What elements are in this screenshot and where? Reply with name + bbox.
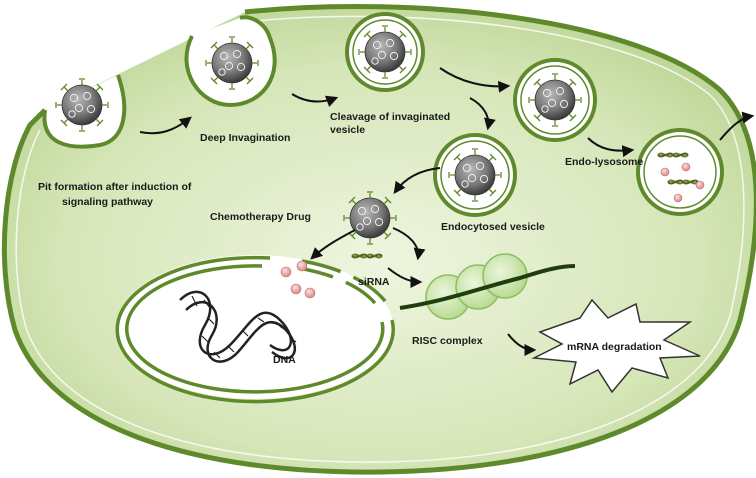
label-pit-formation-line1: Pit formation after induction of <box>38 181 192 193</box>
nanoparticle-icon <box>448 148 502 202</box>
label-sirna: siRNA <box>358 276 390 288</box>
nanoparticle-icon <box>55 78 109 132</box>
nucleus <box>115 255 395 404</box>
label-pit-formation-line2: signaling pathway <box>62 196 153 208</box>
deep-invagination-vesicle <box>184 15 277 108</box>
nanoparticle-icon <box>205 36 259 90</box>
nanoparticle-icon <box>528 73 582 127</box>
dna-helix-icon <box>179 290 297 363</box>
endo-lysosome <box>636 128 724 216</box>
cleaved-vesicle <box>345 12 425 92</box>
label-mrna-degradation: mRNA degradation <box>567 341 662 353</box>
pit-formation <box>42 74 127 149</box>
drug-particle-icon <box>660 167 670 177</box>
label-endo-lysosome: Endo-lysosome <box>565 156 643 168</box>
drug-particle-icon <box>695 180 705 190</box>
drug-particle-icon <box>280 266 292 278</box>
drug-particle-icon <box>290 283 302 295</box>
diagram-labels: Pit formation after induction of signali… <box>38 111 662 366</box>
mrna-strand <box>399 264 576 310</box>
label-endocytosed-vesicle: Endocytosed vesicle <box>441 221 545 233</box>
label-dna: DNA <box>273 354 296 366</box>
drug-particle-icon <box>673 193 683 203</box>
pathway-arrows <box>139 67 755 356</box>
drug-particle-icon <box>681 162 691 172</box>
label-deep-invagination: Deep Invagination <box>200 132 290 144</box>
drug-particle-icon <box>304 287 316 299</box>
risc-complex <box>399 253 576 320</box>
drug-particle-icon <box>296 260 308 272</box>
mrna-degradation-burst <box>531 298 701 394</box>
nanoparticle-icon <box>358 25 412 79</box>
label-cleavage-line1: Cleavage of invaginated <box>330 111 450 123</box>
label-chemotherapy-drug: Chemotherapy Drug <box>210 211 311 223</box>
released-nanoparticle-icon <box>343 191 397 245</box>
endocytosed-vesicle-top <box>513 58 597 142</box>
label-cleavage-line2: vesicle <box>330 124 365 136</box>
endocytosed-vesicle <box>433 133 517 217</box>
label-risc-complex: RISC complex <box>412 335 483 347</box>
